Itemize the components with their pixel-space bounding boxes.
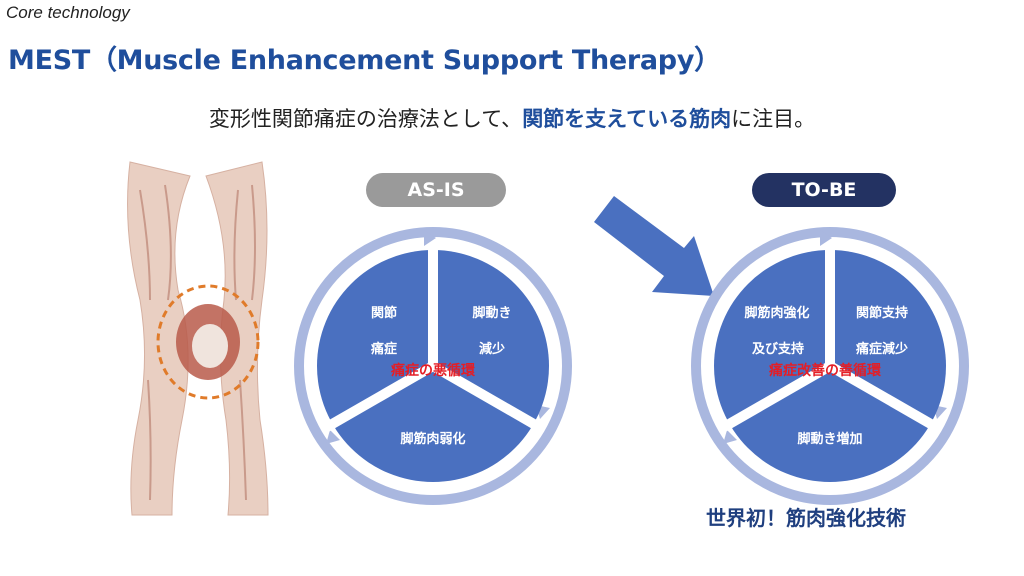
to-be-seg-left-line1: 脚筋肉強化 — [744, 306, 810, 321]
to-be-seg-left-line2: 及び支持 — [751, 342, 804, 357]
leg-illustration — [127, 161, 269, 516]
to-be-seg-right-line1: 関節支持 — [855, 306, 908, 321]
as-is-seg-right-line2: 減少 — [478, 342, 505, 357]
to-be-cycle-label: 痛症改善の善循環 — [769, 363, 881, 379]
as-is-seg-bottom: 脚筋肉弱化 — [400, 432, 466, 447]
knee-highlight-ring — [156, 284, 260, 400]
as-is-cycle — [294, 227, 572, 505]
as-is-seg-left-line1: 関節 — [370, 306, 397, 321]
to-be-badge: TO-BE — [752, 173, 896, 207]
as-is-badge: AS-IS — [366, 173, 506, 207]
subtitle-highlight: 関節を支えている筋肉 — [522, 107, 732, 131]
to-be-seg-bottom: 脚動き増加 — [797, 432, 863, 447]
to-be-seg-right-line2: 痛症減少 — [855, 342, 908, 357]
category-label: Core technology — [6, 3, 130, 22]
mest-arrow — [594, 196, 714, 296]
as-is-seg-left-line2: 痛症 — [370, 342, 397, 357]
subtitle-pre: 変形性関節痛症の治療法として、 — [208, 107, 523, 131]
subtitle: 変形性関節痛症の治療法として、関節を支えている筋肉に注目。 — [0, 103, 1024, 133]
as-is-cycle-label: 痛症の悪循環 — [391, 363, 475, 379]
to-be-cycle — [691, 227, 969, 505]
as-is-seg-right-line1: 脚動き — [472, 306, 512, 321]
page-title: MEST（Muscle Enhancement Support Therapy） — [8, 45, 721, 76]
subtitle-post: に注目。 — [731, 107, 816, 131]
tagline: 世界初！筋肉強化技術 — [706, 506, 906, 530]
